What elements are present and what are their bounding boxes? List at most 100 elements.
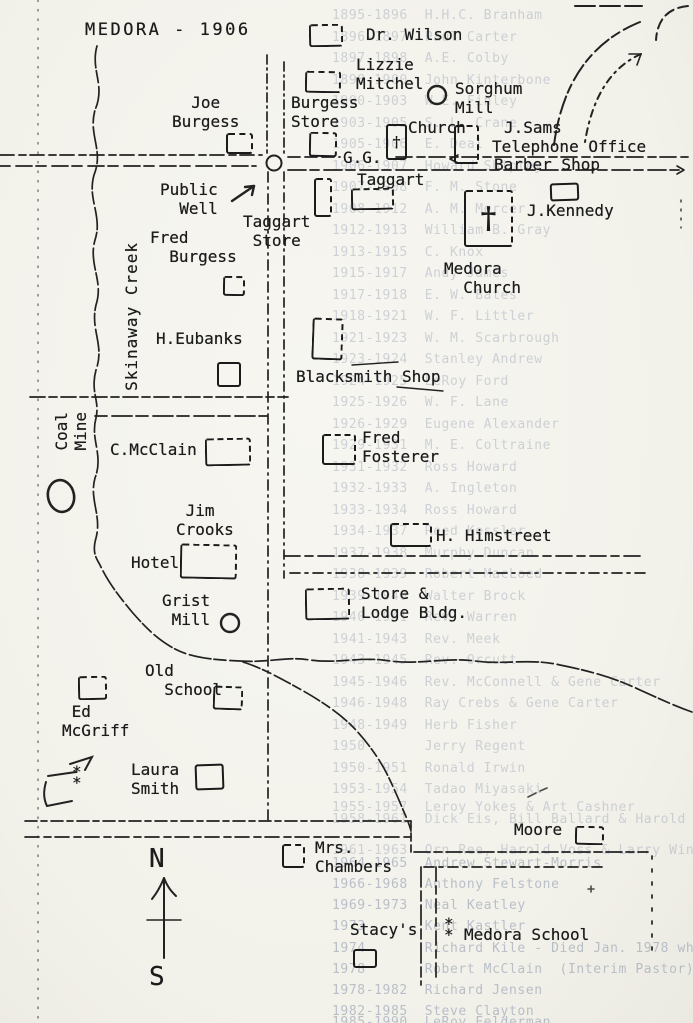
chambers-building [282,844,305,868]
compass-north: N [149,844,165,874]
ghost-text-line: 1939-1940 Walter Brock [332,589,526,604]
school-site-asterisks: * * [72,762,82,792]
creek-branch [242,661,412,832]
label-lizzie-mitchel: Lizzie Mitchel [356,55,424,93]
ghost-text-line: 1929-1931 M. E. Coltraine [332,438,552,453]
label-burgess-store: Burgess Store [291,93,359,131]
coal-mine-circle [46,478,76,514]
label-church: Church [408,118,466,137]
label-h-himstreet: H. Himstreet [436,526,552,545]
label-h-eubanks: H.Eubanks [156,329,243,348]
ghost-text-line: 1958-1961 Dick Eis, Bill Ballard & Harol… [332,812,693,827]
public-well-circle [265,154,283,172]
blacksmith-strike-marks [351,361,444,392]
label-gg: G.G. [343,148,382,167]
legend-asterisks: * * [444,914,454,944]
telephone-building [454,125,479,164]
label-stacys: Stacy's [350,920,418,939]
ghost-text-line: 1946-1948 Ray Crebs & Gene Carter [332,696,619,711]
ghost-text-line: 1913-1915 C. Knox [332,245,484,260]
ghost-text-line: 1921-1923 W. M. Scarbrough [332,331,560,346]
label-c-mcclain: C.McClain [110,440,197,459]
ghost-text-line: 1978-1982 Richard Jensen [332,983,543,998]
ghost-text-line: 1931-1932 Ross Howard [332,460,518,475]
label-blacksmith-shop: Blacksmith Shop [296,367,441,386]
ghost-text-line: 1915-1917 Andy James [332,266,509,281]
joe-burgess-building [226,133,253,154]
laura-smith-building [194,763,225,791]
ghost-text-line: 1898-1900 John Kinterbone [332,73,552,88]
label-jim-crooks: Jim Crooks [176,501,234,539]
ghost-text-line: 1896-1897 Paul Carter [332,30,518,45]
label-public-well: Public Well [160,180,218,218]
dr-wilson-building [308,23,344,48]
school-site-sketch [43,755,95,808]
legend-medora-school: Medora School [464,925,590,944]
label-store-lodge: Store & Lodge Bldg. [361,584,467,622]
blacksmith-building [311,317,344,361]
ghost-text-line: 1897-1898 A.E. Colby [332,51,509,66]
ghost-text-line: 1982-1985 Steve Clayton [332,1004,535,1019]
mcclain-building [204,437,252,467]
church-building-cross-icon: † [392,132,401,151]
ghost-text-line: 1945-1946 Rev. McConnell & Gene Carter [332,675,661,690]
ghost-text-line: 1937-1938 Murphy Duncan [332,546,535,561]
ghost-text-line: 1941-1943 Rev. Meek [332,632,501,647]
label-skinaway-creek: Skinaway Creek [122,242,141,391]
label-fred-fosterer: Fred Fosterer [362,428,440,466]
label-telephone-office: Telephone Office [492,137,647,156]
church-building: † [386,124,407,160]
label-hotel: Hotel [131,553,180,572]
fosterer-building [322,434,356,465]
ghost-text-line: 1948-1949 Herb Fisher [332,718,518,733]
label-moore: Moore [514,820,563,839]
ghost-text-line: 1943-1945 Rev. Orcutt [332,653,518,668]
ghost-text-line: 1923-1924 Stanley Andrew [332,352,543,367]
medora-church-building-cross-icon: † [480,200,497,236]
main-road-east [287,154,689,175]
ghost-text-line: 1924-1925 LeRoy Ford [332,374,509,389]
ghost-text-line: 1973 Kent Kastler [332,919,526,934]
label-sorghum-mill: Sorghum Mill [455,79,523,117]
taggart-store-wide-building [350,187,395,211]
grist-mill-circle [219,612,241,634]
label-laura-smith: Laura Smith [131,760,180,798]
public-well-arrow [230,184,256,203]
ghost-text-line: 1953-1954 Tadao Miyasaki [332,782,543,797]
ghost-text-line: 1955-1957 Leroy Yokes & Art Cashner [332,800,636,815]
label-old-school: Old School [145,661,223,699]
vertical-street [266,54,285,821]
scan-specks [527,787,595,893]
eubanks-building [217,362,241,387]
ghost-text-line: 1932-1933 A. Ingleton [332,481,518,496]
label-joe-burgess: Joe Burgess [172,93,240,131]
compass-south: S [149,962,165,992]
mitchel-building [304,70,342,94]
map-title: MEDORA - 1906 [85,20,251,40]
label-mrs-chambers: Mrs. Chambers [315,838,393,876]
ghost-text-line: 1918-1921 W. F. Littler [332,309,535,324]
moore-building [574,825,605,846]
ghost-text-line: 1905-1906 E. Deal [332,137,484,152]
kennedy-building [549,182,580,202]
label-taggart: Taggart [357,170,425,189]
store-lodge-building [304,587,351,621]
ghost-text-line: 1940-1941 Rev. Warren [332,610,518,625]
ghost-text-line: 1912-1913 William B. Gray [332,223,552,238]
ghost-text-line: 1926-1929 Eugene Alexander [332,417,560,432]
compass-arrow [146,877,182,959]
ghost-text-line: 1938-1939 Robert MacLoed [332,567,543,582]
lodge-road [283,555,646,574]
label-fred-burgess: Fred Burgess [150,228,237,266]
skinaway-creek-line [91,45,693,832]
himstreet-building [390,523,432,547]
ghost-text-line: 1985-1990 LeRoy Felderman [332,1015,552,1023]
label-coal-mine: Coal Mine [52,412,90,451]
ghost-text-line: 1933-1934 Ross Howard [332,503,518,518]
label-barber-shop: Barber Shop [494,155,600,174]
ghost-text-line: 1900-1903 W.E. Finley [332,94,518,109]
ghost-text-line: 1966-1968 Anthony Felstone [332,877,560,892]
